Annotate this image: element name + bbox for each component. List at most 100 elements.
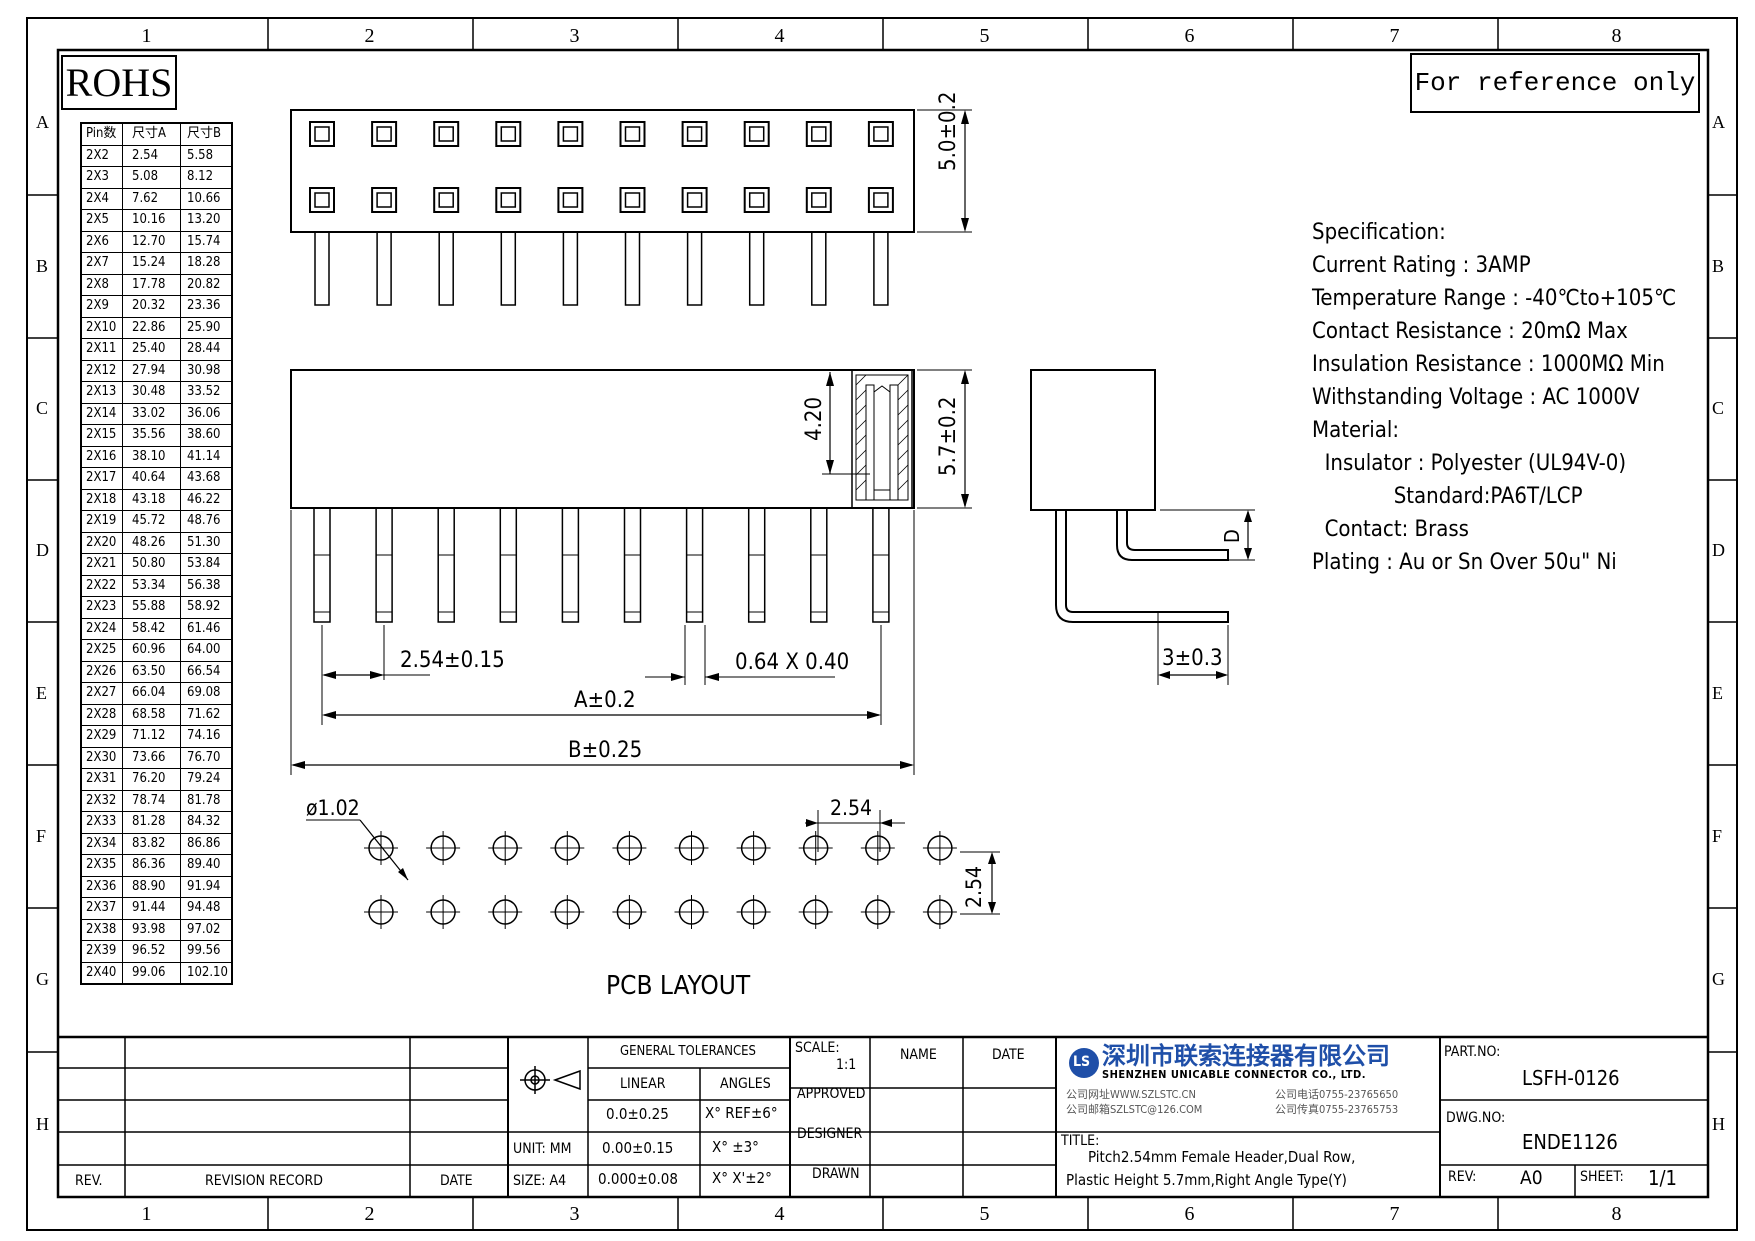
company-name-cn: 深圳市联索连接器有限公司 [1102,1042,1390,1070]
table-cell: 2X35 [80,854,123,877]
dwg-no-value: ENDE1126 [1522,1130,1618,1154]
table-cell: 43.18 [122,488,181,511]
table-cell: 71.62 [180,703,233,726]
title-label: TITLE: [1061,1133,1100,1149]
bottom-column-label: 8 [1611,1203,1622,1225]
angle-tolerance-1: X° REF±6° [705,1104,778,1122]
dim-side-leg: 3±0.3 [1162,646,1223,671]
spec-title: Specification: [1312,220,1446,245]
table-cell: 尺寸A [122,122,181,146]
contact-square [805,187,832,213]
table-cell: 2X21 [80,553,123,576]
table-cell: 2X18 [80,488,123,511]
table-cell: 7.62 [122,187,181,210]
rev-header: REV. [75,1173,103,1189]
dim-inner-height: 4.20 [802,396,827,441]
table-cell: 89.40 [180,854,233,877]
table-cell: 2X14 [80,402,123,425]
table-cell: 2X36 [80,875,123,898]
table-cell: Pin数 [80,122,123,146]
table-cell: 2X20 [80,531,123,554]
contact-square-inner [748,126,765,142]
table-cell: 2X34 [80,832,123,855]
table-cell: 27.94 [122,359,181,382]
front-pin [810,507,828,623]
table-cell: 41.14 [180,445,233,468]
contact-square-inner [686,192,703,208]
drawn-label: DRAWN [812,1166,860,1182]
table-cell: 2X29 [80,725,123,748]
dim-pcb-pitch-x: 2.54 [830,796,873,820]
table-cell: 2X11 [80,338,123,361]
front-pin [623,507,642,623]
table-cell: 22.86 [122,316,181,339]
table-cell: 2X38 [80,918,123,941]
contact-square [495,121,522,147]
top-column-label: 5 [979,25,990,47]
sheet-label: SHEET: [1580,1169,1624,1185]
table-cell: 79.24 [180,768,233,791]
spec-line: Contact: Brass [1312,517,1469,542]
table-cell: 45.72 [122,510,181,533]
table-cell: 2X7 [80,252,123,275]
title-line-1: Pitch2.54mm Female Header,Dual Row, [1088,1148,1356,1166]
top-pin [811,231,827,306]
table-cell: 2X39 [80,940,123,963]
table-cell: 2X24 [80,617,123,640]
contact-square [805,121,832,147]
table-cell: 2.54 [122,144,181,167]
table-cell: 17.78 [122,273,181,296]
spec-line: Withstanding Voltage : AC 1000V [1312,385,1640,410]
table-cell: 2X27 [80,682,123,705]
table-cell: 18.28 [180,252,233,275]
rev-value: A0 [1520,1167,1543,1189]
contact-square-inner [624,126,641,142]
bottom-column-label: 6 [1184,1203,1195,1225]
table-cell: 64.00 [180,639,233,662]
top-pin [748,231,765,306]
contact-square [371,121,398,147]
table-cell: 10.66 [180,187,233,210]
table-cell: 84.32 [180,811,233,834]
tolerance-2: 0.00±0.15 [602,1139,674,1157]
contact-square [495,187,522,213]
table-cell: 2X32 [80,789,123,812]
top-column-label: 4 [774,25,785,47]
table-cell: 53.34 [122,574,181,597]
right-row-label: H [1712,1113,1725,1134]
top-column-label: 6 [1184,25,1195,47]
contact-square [433,187,460,213]
rev-label: REV: [1448,1169,1477,1185]
table-cell: 10.16 [122,209,181,232]
spec-line: Standard:PA6T/LCP [1312,484,1583,509]
bottom-column-label: 5 [979,1203,990,1225]
top-column-label: 8 [1611,25,1622,47]
left-row-label: F [36,825,47,846]
contact-square [619,187,646,213]
title-line-2: Plastic Height 5.7mm,Right Angle Type(Y) [1066,1171,1347,1189]
spec-line: Material: [1312,418,1400,443]
table-cell: 25.40 [122,338,181,361]
front-pin [437,507,455,623]
table-cell: 74.16 [180,725,233,748]
grid-zone-lines [27,18,1737,1230]
contact-square [557,121,584,147]
table-cell: 66.54 [180,660,233,683]
contact-square-inner [811,126,827,142]
right-row-label: E [1712,682,1723,703]
bottom-column-label: 3 [569,1203,580,1225]
table-cell: 2X26 [80,660,123,683]
